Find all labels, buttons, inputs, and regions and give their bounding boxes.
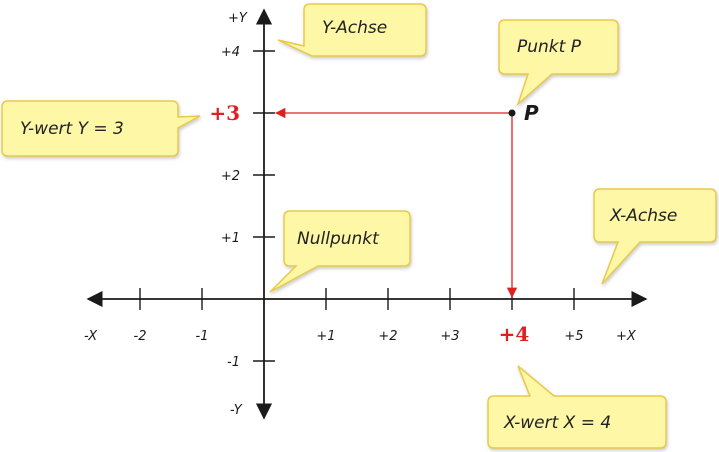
x-tick-label: -2 xyxy=(134,329,147,344)
x-ticks: -2 -1 +1 +2 +3 +4 +5 xyxy=(134,288,584,346)
bubble-x-wert-text: X-wert X = 4 xyxy=(503,413,611,433)
y-ticks: -1 +1 +2 +3 +4 xyxy=(209,45,275,370)
x-positive-label: +X xyxy=(616,329,637,344)
point-p-marker xyxy=(508,109,516,117)
bubble-y-achse xyxy=(277,3,427,57)
x-tick-label: +2 xyxy=(378,329,397,344)
y-tick-label: +4 xyxy=(221,45,240,60)
x-tick-label: +5 xyxy=(564,329,583,344)
y-negative-label: -Y xyxy=(230,403,243,418)
x-tick-label: +1 xyxy=(316,329,335,344)
bubble-nullpunkt xyxy=(269,210,411,293)
bubble-x-achse xyxy=(593,188,717,285)
bubble-punkt-p-text: Punkt P xyxy=(517,37,582,57)
bubble-nullpunkt-text: Nullpunkt xyxy=(297,229,380,249)
x-tick-label: +3 xyxy=(440,329,459,344)
point-p-label: P xyxy=(524,101,539,125)
y-tick-label: +3 xyxy=(209,101,240,125)
bubble-y-achse-text: Y-Achse xyxy=(322,18,387,38)
bubble-punkt-p xyxy=(498,19,619,107)
y-tick-label: -1 xyxy=(227,355,240,370)
x-negative-label: -X xyxy=(84,329,98,344)
x-tick-label: +4 xyxy=(499,322,530,346)
y-positive-label: +Y xyxy=(228,11,248,26)
x-tick-label: -1 xyxy=(196,329,209,344)
bubble-y-wert-text: Y-wert Y = 3 xyxy=(20,119,124,139)
y-tick-label: +2 xyxy=(221,169,240,184)
bubble-x-achse-text: X-Achse xyxy=(609,206,677,226)
bubble-y-wert xyxy=(1,100,201,157)
y-tick-label: +1 xyxy=(221,231,240,246)
bubble-x-wert xyxy=(487,365,667,449)
